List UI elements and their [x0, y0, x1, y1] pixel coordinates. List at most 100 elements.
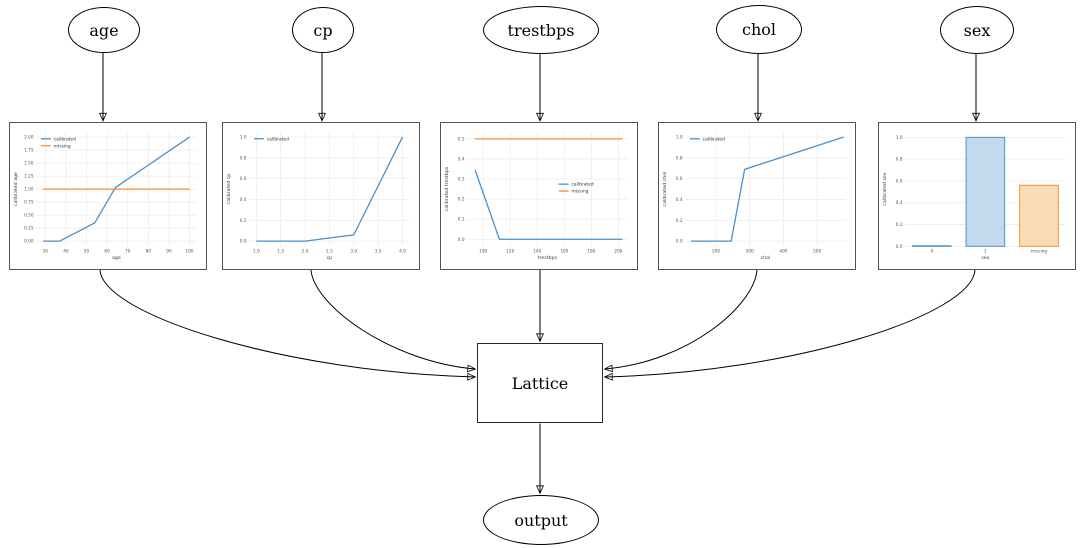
svg-text:0.2: 0.2	[240, 218, 247, 223]
svg-text:calibrated: calibrated	[267, 136, 289, 142]
svg-text:1.50: 1.50	[24, 161, 34, 166]
series-calibrated	[43, 136, 190, 242]
svg-text:0.6: 0.6	[896, 178, 903, 183]
svg-text:0.4: 0.4	[896, 200, 903, 205]
svg-text:1.0: 1.0	[676, 135, 683, 140]
series-calibrated	[474, 169, 623, 240]
svg-text:120: 120	[506, 249, 514, 254]
chart-svg-trestbps: 0.0 0.1 0.2 0.3 0.4 0.5 100 120 140 160 180 200 tres…	[444, 131, 628, 261]
svg-text:sex: sex	[981, 256, 989, 261]
svg-text:missing: missing	[54, 143, 71, 149]
svg-text:0.0: 0.0	[896, 244, 903, 249]
svg-text:0.4: 0.4	[458, 156, 465, 161]
svg-text:200: 200	[614, 249, 622, 254]
calibration-chart-trestbps: 0.0 0.1 0.2 0.3 0.4 0.5 100 120 140 160 180 200 tres…	[440, 122, 638, 270]
svg-text:calibrated: calibrated	[703, 136, 725, 142]
input-node-label: sex	[963, 20, 991, 40]
svg-text:0.50: 0.50	[24, 213, 34, 218]
svg-text:0.4: 0.4	[240, 197, 247, 202]
input-node-label: cp	[313, 20, 333, 40]
svg-text:0.0: 0.0	[458, 237, 465, 242]
svg-text:3.0: 3.0	[350, 249, 357, 254]
svg-text:60: 60	[104, 249, 110, 254]
svg-text:200: 200	[712, 249, 720, 254]
svg-text:1.5: 1.5	[277, 249, 284, 254]
svg-text:0.0: 0.0	[676, 239, 683, 244]
edge-cp-cal-to-lattice	[310, 269, 477, 373]
svg-text:0.2: 0.2	[896, 222, 903, 227]
svg-text:1.0: 1.0	[240, 135, 247, 140]
svg-text:500: 500	[813, 249, 821, 254]
svg-text:0.2: 0.2	[458, 197, 465, 202]
svg-text:trestbps: trestbps	[538, 255, 558, 261]
svg-text:2.00: 2.00	[24, 135, 34, 140]
svg-text:50: 50	[84, 249, 90, 254]
lattice-node: Lattice	[477, 343, 603, 423]
bar-1	[965, 136, 1006, 247]
svg-text:100: 100	[479, 249, 487, 254]
svg-text:30: 30	[43, 249, 49, 254]
input-node-age: age	[68, 7, 140, 53]
svg-text:missing: missing	[571, 189, 588, 195]
chart-svg-sex: 0.0 0.2 0.4 0.6 0.8 1.0 0 1 missing sex calibrated…	[882, 135, 1066, 261]
svg-text:3.5: 3.5	[375, 249, 382, 254]
input-node-cp: cp	[292, 7, 354, 53]
input-node-sex: sex	[940, 6, 1014, 54]
svg-text:0.2: 0.2	[676, 218, 683, 223]
svg-text:chol: chol	[760, 255, 770, 261]
edge-chol-cal-to-lattice	[603, 269, 758, 373]
svg-text:4.0: 4.0	[399, 249, 406, 254]
input-node-trestbps: trestbps	[483, 6, 599, 54]
svg-text:1.0: 1.0	[896, 135, 903, 140]
bar-missing	[1019, 184, 1059, 247]
svg-text:calibrated cp: calibrated cp	[226, 174, 232, 205]
svg-text:age: age	[112, 256, 121, 261]
input-node-label: trestbps	[507, 20, 575, 40]
svg-text:missing: missing	[1031, 249, 1048, 254]
lattice-node-label: Lattice	[511, 373, 569, 393]
svg-text:400: 400	[779, 249, 787, 254]
output-node: output	[483, 495, 599, 545]
svg-text:2.5: 2.5	[326, 249, 333, 254]
svg-text:2.0: 2.0	[302, 249, 309, 254]
svg-text:1.25: 1.25	[24, 174, 34, 179]
svg-text:0.3: 0.3	[458, 177, 465, 182]
svg-text:0.1: 0.1	[458, 217, 465, 222]
svg-text:160: 160	[560, 249, 568, 254]
svg-text:calibrated age: calibrated age	[13, 172, 19, 206]
svg-text:cp: cp	[327, 256, 333, 261]
svg-text:0: 0	[930, 249, 933, 254]
svg-text:0.0: 0.0	[240, 239, 247, 244]
svg-text:70: 70	[125, 249, 131, 254]
svg-text:calibrated chol: calibrated chol	[662, 172, 668, 207]
edge-age-cal-to-lattice	[99, 269, 477, 381]
svg-text:140: 140	[533, 249, 541, 254]
svg-text:1.75: 1.75	[24, 148, 34, 153]
input-node-chol: chol	[716, 5, 802, 54]
svg-text:calibrated: calibrated	[54, 136, 76, 142]
series-calibrated	[691, 136, 844, 242]
series-calibrated	[256, 136, 404, 242]
calibration-chart-sex: 0.0 0.2 0.4 0.6 0.8 1.0 0 1 missing sex calibrated…	[878, 122, 1076, 270]
svg-text:300: 300	[746, 249, 754, 254]
svg-text:180: 180	[587, 249, 595, 254]
svg-text:90: 90	[166, 249, 172, 254]
svg-text:40: 40	[63, 249, 69, 254]
bar-0	[911, 245, 952, 247]
svg-text:1: 1	[984, 249, 987, 254]
input-node-label: chol	[741, 20, 776, 39]
svg-text:calibrated sex: calibrated sex	[882, 172, 888, 205]
svg-text:0.5: 0.5	[458, 136, 465, 141]
svg-text:0.00: 0.00	[24, 239, 34, 244]
input-node-label: age	[89, 20, 119, 40]
svg-text:calibrated trestbps: calibrated trestbps	[444, 166, 450, 211]
svg-text:1.00: 1.00	[24, 187, 34, 192]
svg-text:0.8: 0.8	[240, 155, 247, 160]
svg-text:0.8: 0.8	[896, 157, 903, 162]
svg-text:0.8: 0.8	[676, 155, 683, 160]
